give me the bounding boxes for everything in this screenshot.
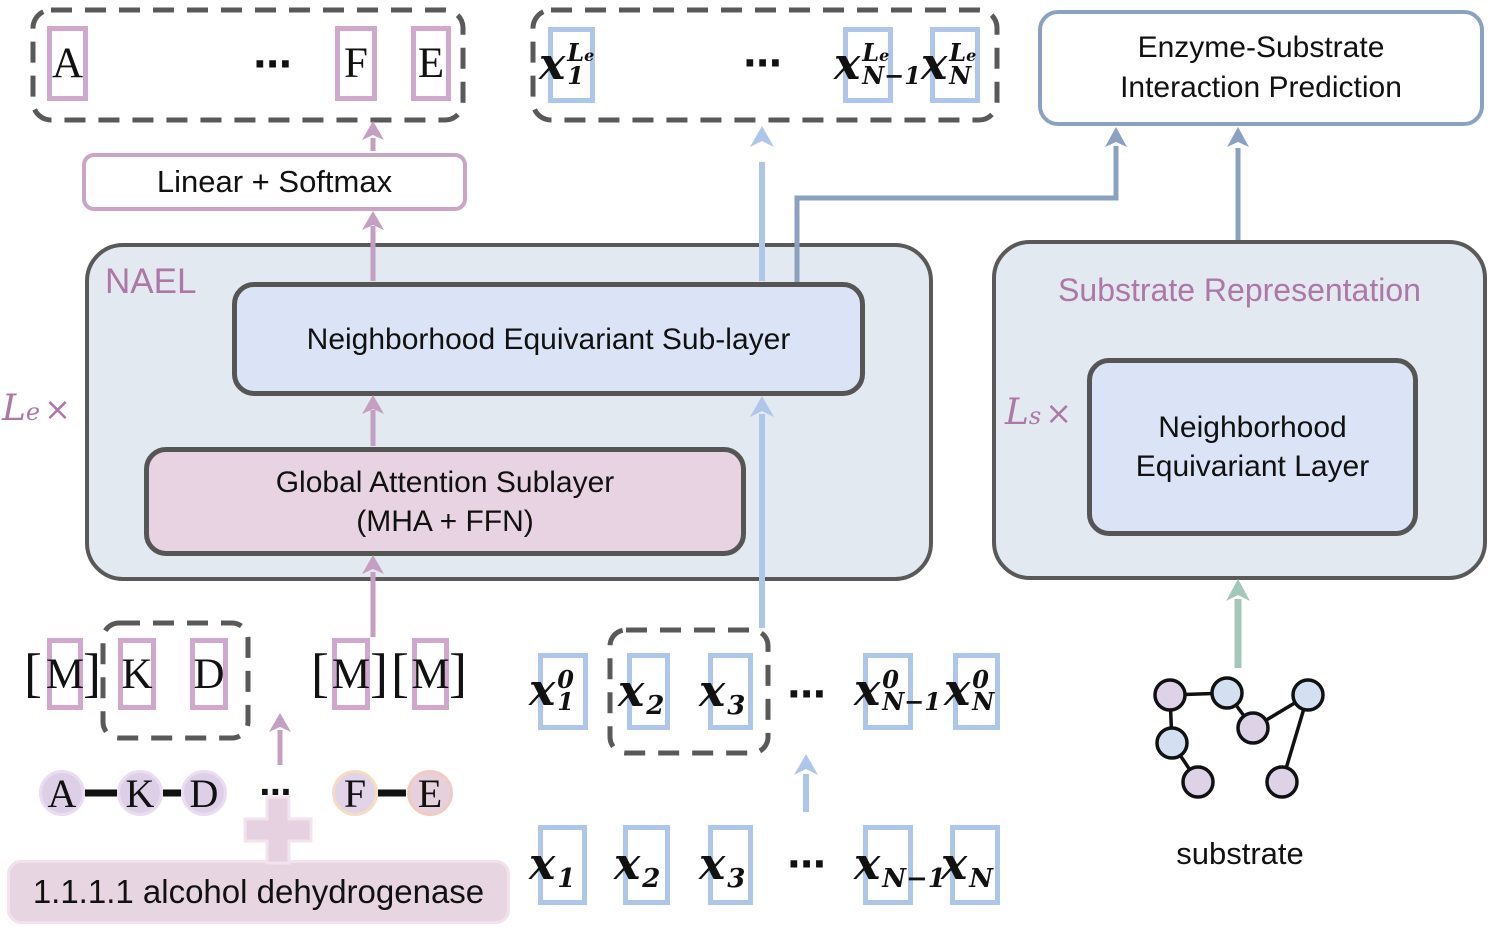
graph-node-blue (1291, 678, 1325, 712)
global-attention-line2: (MHA + FFN) (356, 504, 534, 538)
graph-edge (1170, 742, 1200, 783)
bracket-close: ] (83, 643, 101, 703)
residue-token-box-k: K (118, 638, 156, 710)
graph-node-blue (1210, 676, 1244, 710)
mask-token-box: M (46, 638, 84, 710)
ellipsis: ⋯ (787, 842, 827, 886)
nael-label: NAEL (105, 262, 197, 301)
bracket-open: [ (24, 643, 42, 703)
predicted-letter-box: F (335, 26, 377, 101)
graph-edge (1169, 691, 1228, 697)
graph-node-blue (1155, 726, 1189, 760)
prediction-line2: Interaction Prediction (1120, 71, 1402, 104)
graph-node-purple (1265, 765, 1299, 799)
graph-edge (1252, 693, 1309, 730)
substrate-label: substrate (1176, 836, 1304, 871)
linear-softmax-box: Linear + Softmax (82, 153, 467, 211)
residue-circle: E (407, 770, 453, 816)
residue-circle: D (181, 770, 227, 816)
neighborhood-equivariant-layer-line2: Equivariant Layer (1135, 450, 1370, 483)
prediction-line1: Enzyme-Substrate (1137, 30, 1385, 64)
residue-circle: K (117, 770, 163, 816)
residue-circle: A (39, 770, 85, 816)
ec-number-label: 1.1.1.1 alcohol dehydrogenase (32, 873, 485, 910)
enzyme-substrate-interaction-prediction-box: Enzyme-Substrate Interaction Prediction (1038, 10, 1484, 126)
neighborhood-equivariant-layer-box: Neighborhood Equivariant Layer (1087, 358, 1418, 536)
graph-node-purple (1236, 711, 1270, 745)
ec-number-box: 1.1.1.1 alcohol dehydrogenase (7, 860, 510, 924)
global-attention-sublayer-box: Global Attention Sublayer (MHA + FFN) (144, 447, 746, 556)
linear-softmax-label: Linear + Softmax (156, 164, 393, 199)
bracket-close: ] (370, 643, 388, 703)
graph-edge (1280, 694, 1310, 783)
ellipsis: ⋯ (743, 41, 783, 85)
predicted-letters-dashed-box (30, 7, 466, 123)
graph-node-purple (1153, 678, 1187, 712)
global-attention-line1: Global Attention Sublayer (275, 465, 615, 499)
neighborhood-equivariant-layer-line1: Neighborhood (1158, 411, 1347, 444)
mask-token-box: M (332, 638, 370, 710)
graph-edge (1225, 691, 1255, 730)
bracket-open: [ (391, 643, 409, 703)
ellipsis: ⋯ (253, 42, 293, 86)
substrate-representation-label: Substrate Representation (1058, 272, 1421, 308)
predicted-letter-box: E (411, 26, 451, 101)
bracket-close: ] (449, 643, 467, 703)
ellipsis: ⋯ (787, 672, 827, 716)
neighborhood-equivariant-sublayer-label: Neighborhood Equivariant Sub-layer (306, 322, 791, 356)
substrate-molecular-graph (1153, 676, 1325, 799)
bracket-open: [ (311, 643, 329, 703)
graph-edge (1168, 694, 1174, 744)
neighborhood-equivariant-sublayer-box: Neighborhood Equivariant Sub-layer (232, 282, 865, 396)
residue-token-box-d: D (190, 638, 228, 710)
graph-node-purple (1181, 765, 1215, 799)
sequence-ellipsis: ⋯ (259, 773, 293, 811)
predicted-letter-box: A (47, 26, 88, 101)
green-arrow (1226, 579, 1250, 668)
substrate-layers-repeat-label: Ls× (1005, 392, 1073, 433)
residue-circle: F (332, 770, 378, 816)
enzyme-layers-repeat-label: Le× (2, 388, 71, 429)
mask-token-box: M (411, 638, 450, 710)
